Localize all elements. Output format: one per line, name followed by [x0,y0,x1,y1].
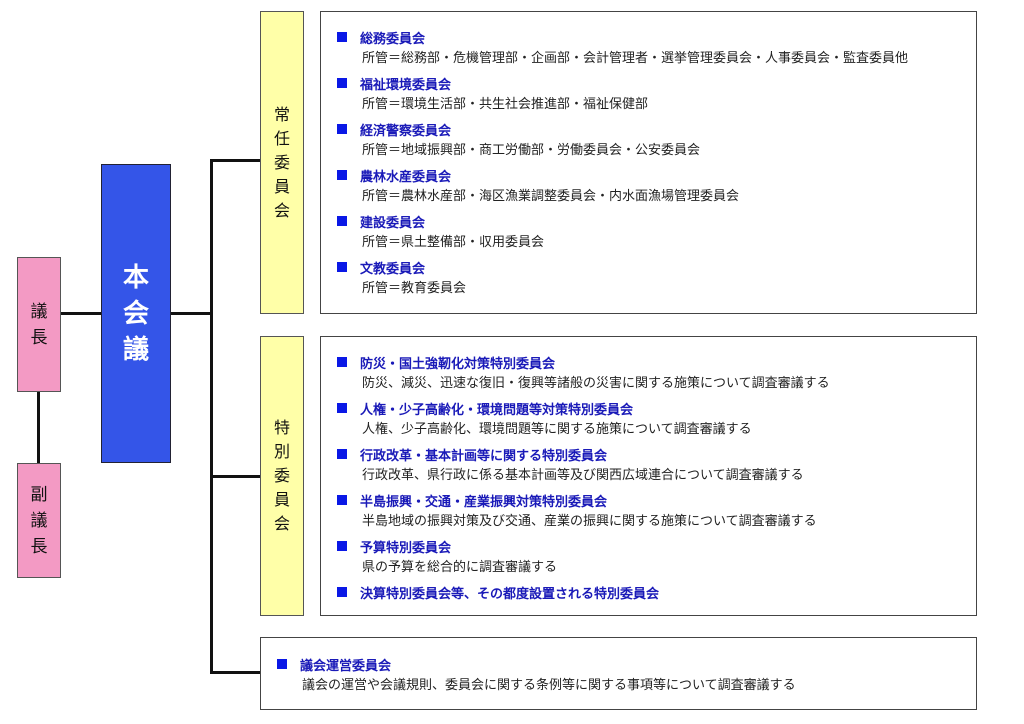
chair-char: 長 [30,327,48,348]
committee-title: 半島振興・交通・産業振興対策特別委員会 [337,491,817,510]
chair-box: 議長 [17,257,61,392]
committee-title: 総務委員会 [337,28,908,47]
connector-trunk [210,159,213,674]
committee-desc: 所管＝総務部・危機管理部・企画部・会計管理者・選挙管理委員会・人事委員会・監査委… [362,51,909,66]
committee-item: 防災・国土強靭化対策特別委員会防災、減災、迅速な復旧・復興等諸般の災害に関する施… [337,353,830,393]
label-char: 委 [273,466,290,485]
committee-desc: 行政改革、県行政に係る基本計画等及び関西広域連合について調査審議する [362,468,804,483]
label-char: 員 [273,490,290,509]
label-char: 任 [273,128,290,148]
committee-item: 総務委員会所管＝総務部・危機管理部・企画部・会計管理者・選挙管理委員会・人事委員… [337,28,908,68]
bullet-square-icon [337,403,347,413]
committee-item: 経済警察委員会所管＝地域振興部・商工労働部・労働委員会・公安委員会 [337,120,700,160]
label-char: 員 [273,176,290,196]
label-char: 特 [273,418,290,437]
connector-plenary-trunk [170,312,212,315]
committee-name: 半島振興・交通・産業振興対策特別委員会 [360,494,608,510]
bullet-square-icon [337,124,347,134]
committee-title: 人権・少子高齢化・環境問題等対策特別委員会 [337,399,752,418]
committee-item: 行政改革・基本計画等に関する特別委員会行政改革、県行政に係る基本計画等及び関西広… [337,445,804,485]
chair-char: 議 [30,301,48,322]
connector-chair-plenary [60,312,102,315]
label-char: 委 [273,152,290,172]
committee-name: 行政改革・基本計画等に関する特別委員会 [360,448,608,464]
committee-item: 文教委員会所管＝教育委員会 [337,258,466,298]
vice-chair-box: 副議長 [17,463,61,578]
committee-item: 決算特別委員会等、その都度設置される特別委員会 [337,583,660,602]
bullet-square-icon [337,357,347,367]
special-committee-panel: 防災・国土強靭化対策特別委員会防災、減災、迅速な復旧・復興等諸般の災害に関する施… [320,336,977,616]
committee-title: 議会運営委員会 [277,655,796,674]
committee-title: 決算特別委員会等、その都度設置される特別委員会 [337,583,660,602]
committee-desc: 半島地域の振興対策及び交通、産業の振興に関する施策について調査審議する [362,514,817,529]
committee-title: 防災・国土強靭化対策特別委員会 [337,353,830,372]
bullet-square-icon [337,170,347,180]
committee-desc: 議会の運営や会議規則、委員会に関する条例等に関する事項等について調査審議する [302,678,796,693]
committee-item: 建設委員会所管＝県土整備部・収用委員会 [337,212,544,252]
bullet-square-icon [337,541,347,551]
committee-name: 予算特別委員会 [360,540,452,556]
bullet-square-icon [277,659,287,669]
plenary-char: 本 [122,262,149,293]
steering-committee-panel: 議会運営委員会 議会の運営や会議規則、委員会に関する条例等に関する事項等について… [260,637,977,710]
committee-name: 経済警察委員会 [360,123,452,139]
standing-committee-label: 常任委員会 [260,11,304,314]
plenary-char: 会 [122,298,149,329]
committee-item: 農林水産委員会所管＝農林水産部・海区漁業調整委員会・内水面漁場管理委員会 [337,166,739,206]
committee-name: 建設委員会 [360,215,426,231]
committee-title: 予算特別委員会 [337,537,557,556]
committee-title: 文教委員会 [337,258,466,277]
committee-name: 防災・国土強靭化対策特別委員会 [360,356,556,372]
committee-desc: 所管＝地域振興部・商工労働部・労働委員会・公安委員会 [362,143,701,158]
label-char: 別 [273,442,290,461]
standing-committee-panel: 総務委員会所管＝総務部・危機管理部・企画部・会計管理者・選挙管理委員会・人事委員… [320,11,977,314]
committee-item: 福祉環境委員会所管＝環境生活部・共生社会推進部・福祉保健部 [337,74,648,114]
label-char: 会 [273,200,290,220]
bullet-square-icon [337,78,347,88]
committee-desc: 防災、減災、迅速な復旧・復興等諸般の災害に関する施策について調査審議する [362,376,830,391]
vice-chair-char: 副 [30,484,48,505]
special-committee-label: 特別委員会 [260,336,304,616]
label-char: 会 [273,514,290,533]
committee-item: 人権・少子高齢化・環境問題等対策特別委員会人権、少子高齢化、環境問題等に関する施… [337,399,752,439]
label-char: 常 [273,104,290,124]
connector-special [210,475,261,478]
committee-name: 人権・少子高齢化・環境問題等対策特別委員会 [360,402,634,418]
committee-name: 総務委員会 [360,31,426,47]
committee-title: 農林水産委員会 [337,166,739,185]
bullet-square-icon [337,216,347,226]
committee-name: 文教委員会 [360,261,426,277]
committee-name: 福祉環境委員会 [360,77,452,93]
bullet-square-icon [337,587,347,597]
committee-title: 建設委員会 [337,212,544,231]
plenary-char: 議 [122,334,149,365]
bullet-square-icon [337,495,347,505]
committee-name: 農林水産委員会 [360,169,452,185]
steering-title: 議会運営委員会 [300,658,392,674]
plenary-box: 本会議 [101,164,171,463]
committee-item: 予算特別委員会県の予算を総合的に調査審議する [337,537,557,577]
committee-title: 行政改革・基本計画等に関する特別委員会 [337,445,804,464]
committee-title: 経済警察委員会 [337,120,700,139]
bullet-square-icon [337,32,347,42]
vice-chair-char: 議 [30,510,48,531]
connector-standing [210,159,261,162]
committee-desc: 県の予算を総合的に調査審議する [362,560,558,575]
bullet-square-icon [337,262,347,272]
connector-chair-vice [37,390,40,464]
committee-desc: 所管＝教育委員会 [362,281,467,296]
committee-desc: 所管＝環境生活部・共生社会推進部・福祉保健部 [362,97,649,112]
bullet-square-icon [337,449,347,459]
committee-desc: 所管＝農林水産部・海区漁業調整委員会・内水面漁場管理委員会 [362,189,740,204]
committee-title: 福祉環境委員会 [337,74,648,93]
connector-steering [210,671,261,674]
committee-item: 半島振興・交通・産業振興対策特別委員会半島地域の振興対策及び交通、産業の振興に関… [337,491,817,531]
committee-desc: 所管＝県土整備部・収用委員会 [362,235,545,250]
committee-desc: 人権、少子高齢化、環境問題等に関する施策について調査審議する [362,422,752,437]
vice-chair-char: 長 [30,536,48,557]
committee-name: 決算特別委員会等、その都度設置される特別委員会 [360,586,660,602]
